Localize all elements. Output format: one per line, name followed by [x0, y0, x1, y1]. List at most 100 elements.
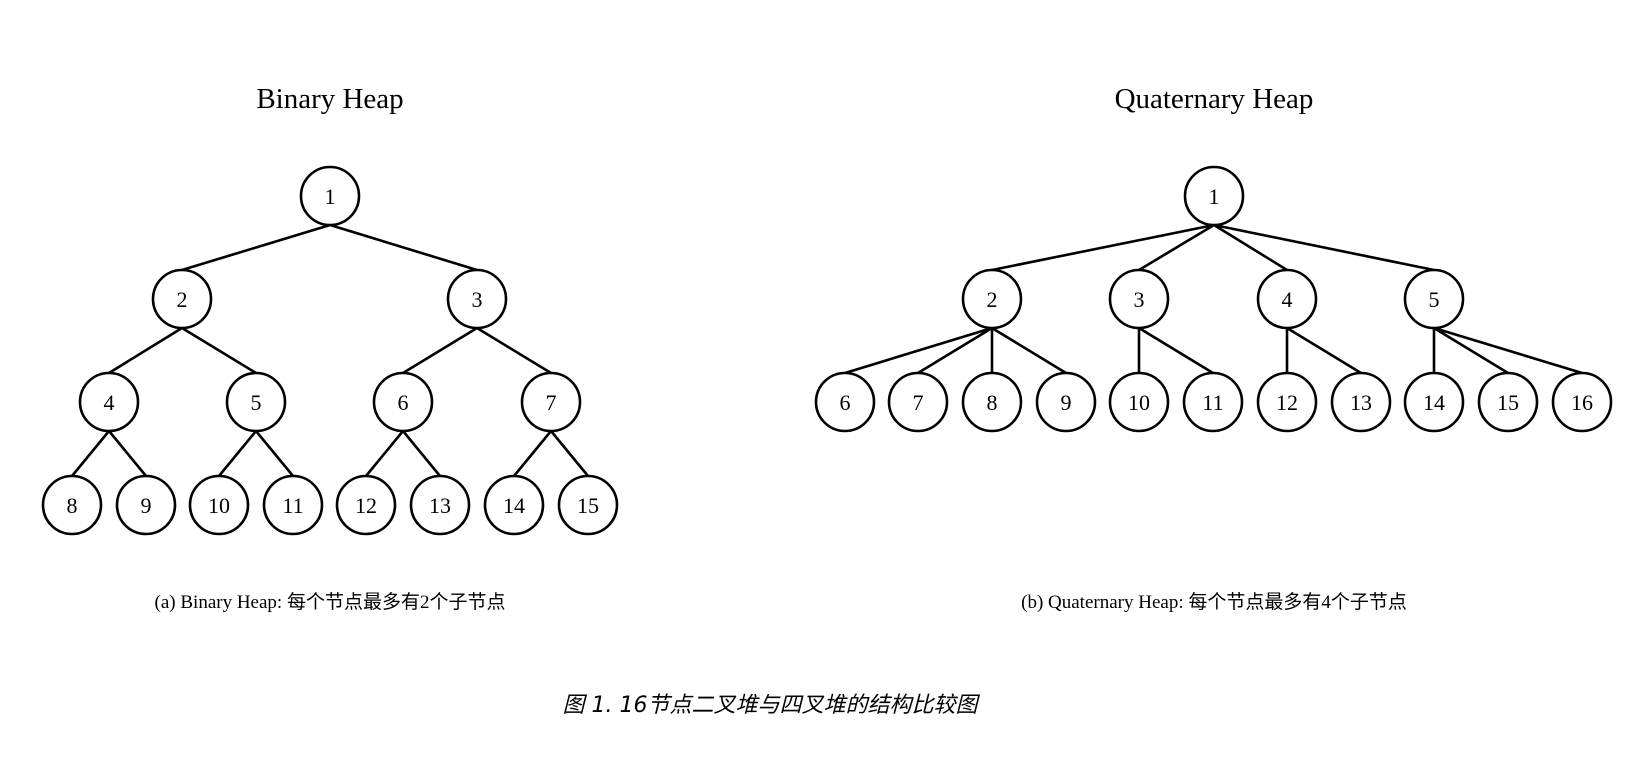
quaternary-edge-5-16 — [1432, 326, 1584, 375]
quaternary-node-circle — [887, 371, 949, 433]
quaternary-edge-1-5 — [1212, 223, 1436, 272]
quaternary-node-14: 14 — [1403, 371, 1465, 433]
quaternary-edge-4-13 — [1285, 326, 1363, 375]
quaternary-node-label: 10 — [1128, 390, 1150, 415]
binary-node-circle — [483, 474, 545, 536]
quaternary-node-circle — [1108, 268, 1170, 330]
quaternary-node-label: 2 — [987, 287, 998, 312]
quaternary-node-label: 14 — [1423, 390, 1445, 415]
binary-node-6: 6 — [372, 371, 434, 433]
binary-heap-edges — [70, 223, 590, 478]
quaternary-heap-edges — [843, 223, 1584, 375]
quaternary-node-circle — [1182, 371, 1244, 433]
quaternary-heap-caption: (b) Quaternary Heap: 每个节点最多有4个子节点 — [1021, 591, 1407, 613]
binary-node-circle — [520, 371, 582, 433]
binary-node-5: 5 — [225, 371, 287, 433]
quaternary-node-label: 9 — [1061, 390, 1072, 415]
binary-node-circle — [335, 474, 397, 536]
binary-node-8: 8 — [41, 474, 103, 536]
figure-caption: 图 1. 16节点二叉堆与四叉堆的结构比较图 — [563, 693, 981, 718]
binary-node-label: 9 — [141, 493, 152, 518]
binary-node-circle — [409, 474, 471, 536]
binary-node-label: 10 — [208, 493, 230, 518]
binary-node-label: 4 — [104, 390, 115, 415]
quaternary-edge-1-3 — [1137, 223, 1216, 272]
quaternary-node-label: 11 — [1202, 390, 1223, 415]
quaternary-node-9: 9 — [1035, 371, 1097, 433]
quaternary-node-circle — [1256, 371, 1318, 433]
quaternary-node-16: 16 — [1551, 371, 1613, 433]
quaternary-node-circle — [1330, 371, 1392, 433]
quaternary-node-circle — [1183, 165, 1245, 227]
binary-node-7: 7 — [520, 371, 582, 433]
binary-node-13: 13 — [409, 474, 471, 536]
binary-edge-2-4 — [107, 326, 184, 375]
quaternary-node-3: 3 — [1108, 268, 1170, 330]
binary-edge-1-2 — [180, 223, 332, 272]
quaternary-node-label: 15 — [1497, 390, 1519, 415]
binary-edge-4-9 — [107, 429, 148, 478]
quaternary-node-13: 13 — [1330, 371, 1392, 433]
quaternary-edge-5-15 — [1432, 326, 1510, 375]
binary-node-12: 12 — [335, 474, 397, 536]
binary-node-circle — [225, 371, 287, 433]
quaternary-node-12: 12 — [1256, 371, 1318, 433]
quaternary-node-label: 7 — [913, 390, 924, 415]
quaternary-node-4: 4 — [1256, 268, 1318, 330]
binary-node-label: 12 — [355, 493, 377, 518]
quaternary-node-circle — [1403, 268, 1465, 330]
quaternary-heap-title: Quaternary Heap — [1115, 83, 1314, 115]
binary-edge-5-11 — [254, 429, 295, 478]
quaternary-node-11: 11 — [1182, 371, 1244, 433]
binary-node-circle — [557, 474, 619, 536]
quaternary-node-label: 6 — [840, 390, 851, 415]
binary-node-label: 3 — [472, 287, 483, 312]
binary-node-circle — [151, 268, 213, 330]
binary-node-circle — [262, 474, 324, 536]
binary-node-label: 15 — [577, 493, 599, 518]
quaternary-node-label: 8 — [987, 390, 998, 415]
binary-node-9: 9 — [115, 474, 177, 536]
binary-node-label: 14 — [503, 493, 525, 518]
binary-edge-5-10 — [217, 429, 258, 478]
binary-edge-7-14 — [512, 429, 553, 478]
binary-node-circle — [446, 268, 508, 330]
quaternary-node-circle — [814, 371, 876, 433]
binary-edge-6-12 — [364, 429, 405, 478]
quaternary-node-10: 10 — [1108, 371, 1170, 433]
binary-node-10: 10 — [188, 474, 250, 536]
quaternary-edge-2-6 — [843, 326, 994, 375]
quaternary-node-circle — [961, 371, 1023, 433]
binary-node-circle — [188, 474, 250, 536]
quaternary-node-circle — [1403, 371, 1465, 433]
binary-node-label: 13 — [429, 493, 451, 518]
binary-edge-7-15 — [549, 429, 590, 478]
quaternary-node-circle — [1477, 371, 1539, 433]
quaternary-node-label: 16 — [1571, 390, 1593, 415]
quaternary-edge-1-4 — [1212, 223, 1289, 272]
binary-node-circle — [299, 165, 361, 227]
binary-node-15: 15 — [557, 474, 619, 536]
binary-edge-3-7 — [475, 326, 553, 375]
binary-node-label: 1 — [325, 184, 336, 209]
quaternary-node-8: 8 — [961, 371, 1023, 433]
binary-node-circle — [372, 371, 434, 433]
binary-heap-caption: (a) Binary Heap: 每个节点最多有2个子节点 — [155, 591, 506, 613]
binary-node-4: 4 — [78, 371, 140, 433]
binary-node-label: 7 — [546, 390, 557, 415]
quaternary-node-label: 1 — [1209, 184, 1220, 209]
quaternary-edge-2-7 — [916, 326, 994, 375]
binary-node-label: 5 — [251, 390, 262, 415]
binary-node-circle — [115, 474, 177, 536]
binary-edge-3-6 — [401, 326, 479, 375]
binary-edge-6-13 — [401, 429, 442, 478]
quaternary-node-label: 3 — [1134, 287, 1145, 312]
binary-heap-title: Binary Heap — [256, 83, 403, 115]
binary-node-label: 2 — [177, 287, 188, 312]
quaternary-node-7: 7 — [887, 371, 949, 433]
quaternary-node-label: 5 — [1429, 287, 1440, 312]
